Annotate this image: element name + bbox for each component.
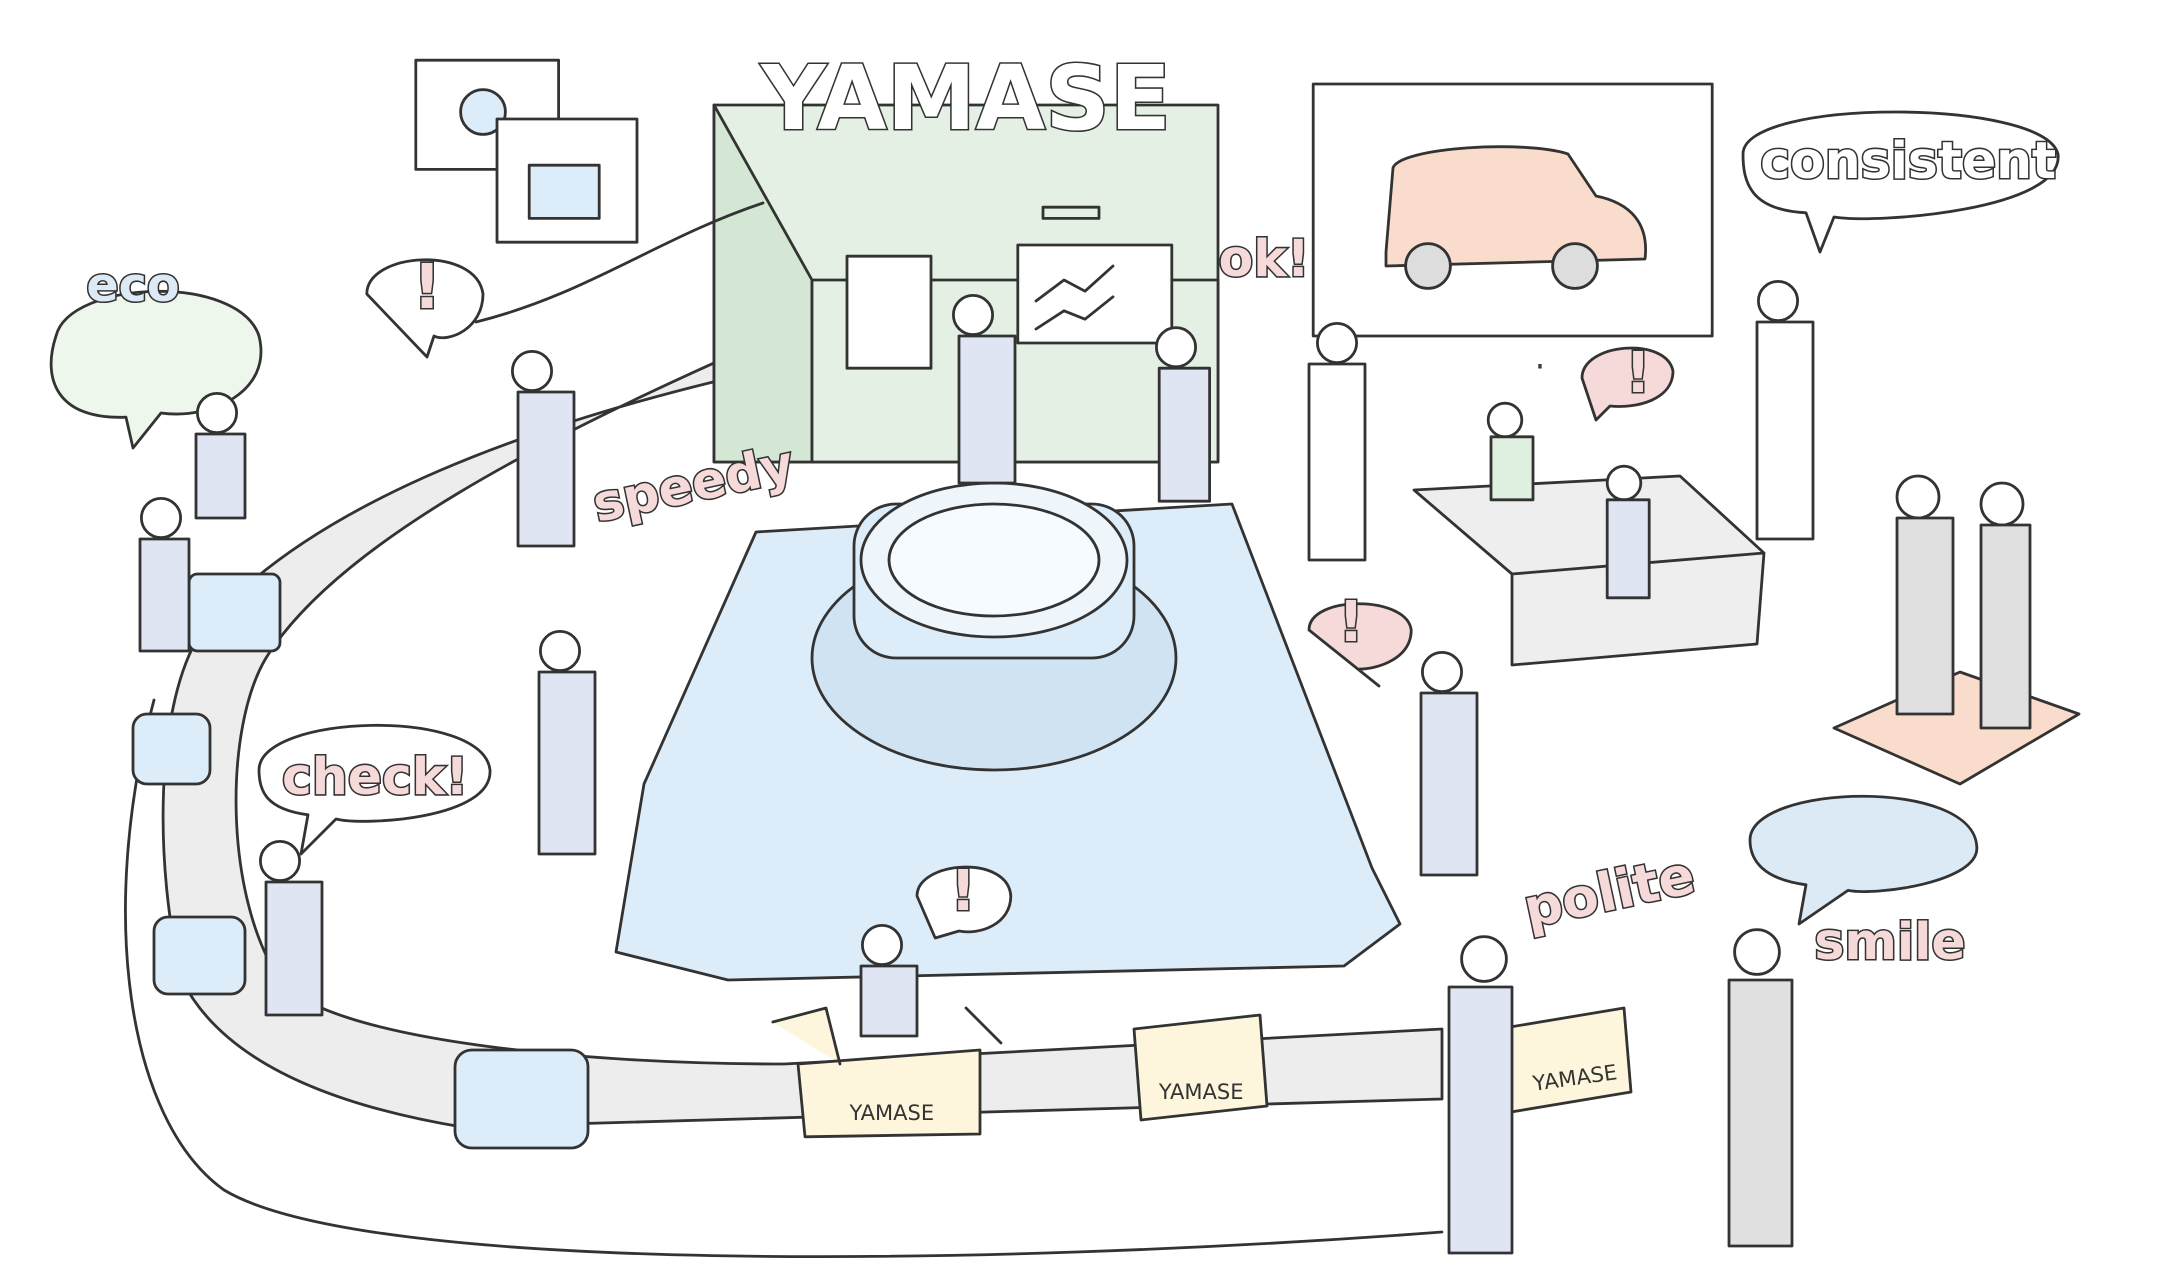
word-check: check! xyxy=(282,747,468,806)
meeting-floor xyxy=(1832,670,2081,786)
box-open: YAMASE xyxy=(771,1006,1003,1139)
alert-bubbles: ! ! ! ! ! xyxy=(365,249,1675,940)
box-label: YAMASE xyxy=(1158,1080,1244,1104)
alert-mark: ! xyxy=(1625,341,1651,406)
alert-mark: ! xyxy=(413,251,441,323)
people xyxy=(138,280,2032,1255)
monitor-screen xyxy=(1016,243,1174,345)
smile-bubble xyxy=(1748,794,1979,926)
word-consistent: consistent xyxy=(1760,131,2056,190)
lens-product xyxy=(614,481,1402,982)
word-eco: eco xyxy=(86,258,179,313)
box-label: YAMASE xyxy=(848,1101,934,1125)
small-products xyxy=(131,572,590,1150)
box-carried: YAMASE xyxy=(1496,1006,1633,1115)
alert-mark: ! xyxy=(950,859,976,924)
yamase-logo: YAMASE xyxy=(760,47,1171,151)
word-speedy: speedy xyxy=(588,434,799,534)
word-polite: polite xyxy=(1518,844,1700,941)
word-smile: smile xyxy=(1814,912,1965,971)
consistent-bubble xyxy=(1741,110,2060,254)
conveyor-outer-edge xyxy=(124,698,1444,1259)
control-panel xyxy=(845,254,933,370)
check-bubble xyxy=(257,723,492,856)
alert-mark: ! xyxy=(1338,590,1364,655)
box-closed: YAMASE xyxy=(1132,1013,1269,1122)
office-desk xyxy=(1412,474,1766,667)
word-ok: ok! xyxy=(1219,229,1310,288)
robot-arm xyxy=(474,201,765,324)
alert-mark: ! xyxy=(1540,366,1541,368)
car-design-board xyxy=(1311,82,1714,338)
